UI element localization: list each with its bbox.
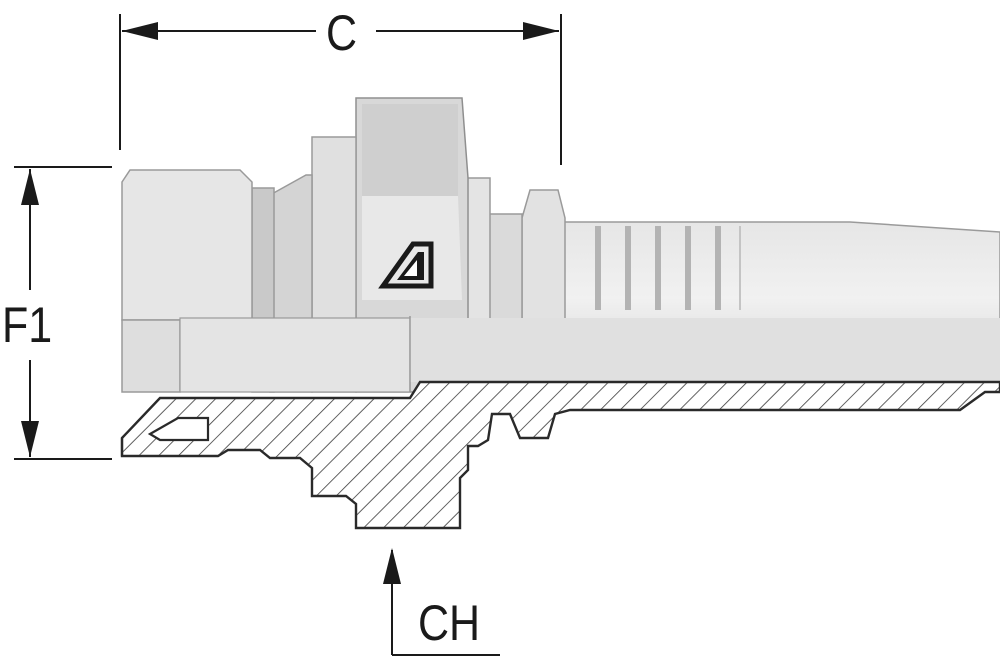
arrow-up-ch-icon [383,548,401,584]
hatched-section [120,380,1000,530]
seal-groove [147,416,210,442]
dimension-f1 [14,166,112,460]
arrow-left-icon [122,22,158,40]
dimension-ch [383,548,500,656]
arrow-up-icon [21,169,39,205]
fitting-body [121,97,1000,393]
section-view [120,380,1000,530]
dimension-label-c: C [326,5,358,61]
dimension-c [119,14,562,165]
arrow-down-icon [21,421,39,457]
arrow-right-icon [523,22,559,40]
dimension-label-f1: F1 [2,297,53,353]
front-flange [121,169,253,321]
manufacturer-logo-icon [378,241,434,289]
barb-ridges [595,226,721,310]
dimension-label-ch: CH [418,595,481,651]
